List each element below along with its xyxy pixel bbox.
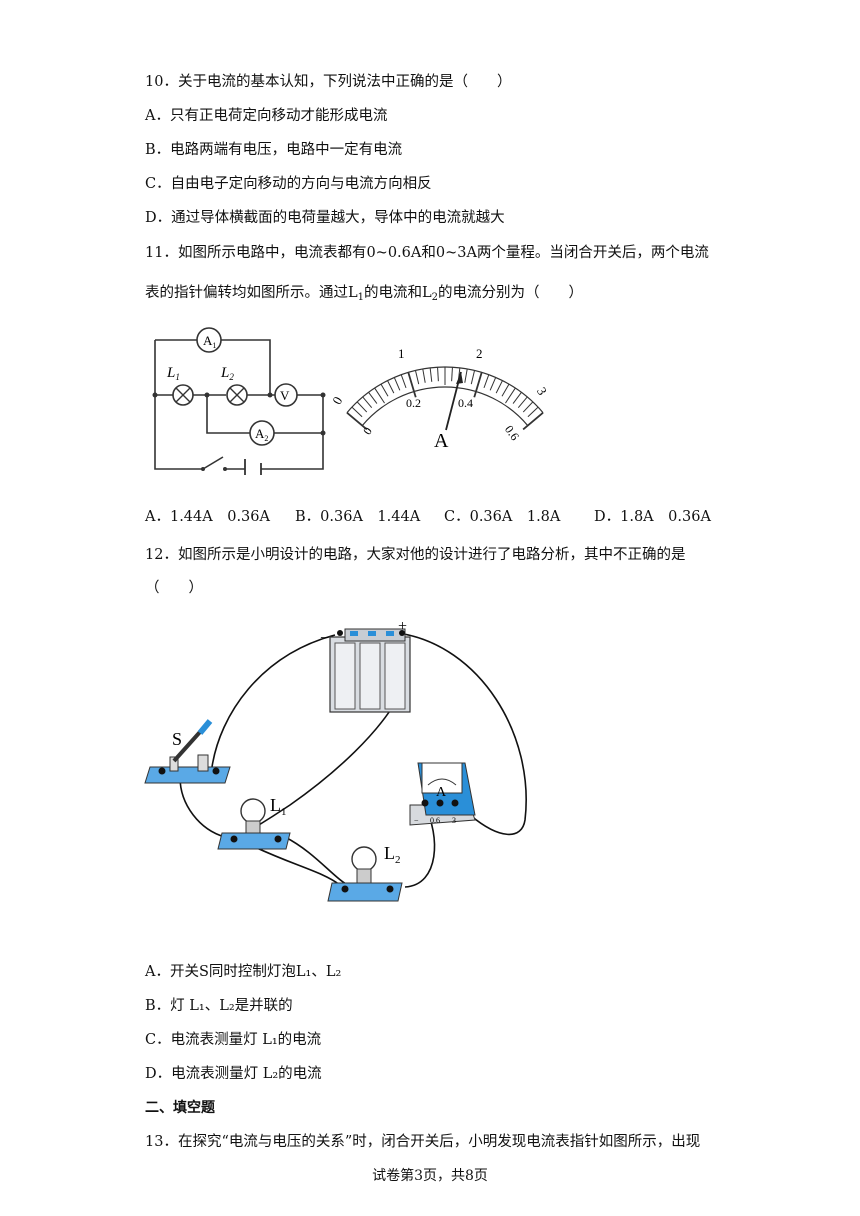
- q11-option-d: D．1.8A 0.36A: [594, 509, 711, 525]
- dial-tick: [522, 401, 534, 413]
- dial-top-tick-0: 0: [330, 394, 345, 407]
- q13-stem: 13．在探究“电流与电压的关系”时，闭合开关后，小明发现电流表指针如图所示，出现: [145, 1134, 701, 1150]
- ammeter: [409, 762, 476, 826]
- dial-tick: [362, 396, 373, 408]
- dial-tick: [351, 406, 363, 418]
- dial-tick: [346, 412, 368, 431]
- ammeter-3-label: 3: [452, 816, 456, 825]
- q12-circuit-figure: − + S L1 L2 A − 0.6 3: [144, 618, 527, 902]
- section-fill-in-blank: 二、填空题: [145, 1100, 215, 1116]
- ammeter-06-label: 0.6: [430, 816, 440, 825]
- switch-s: [144, 719, 231, 784]
- dial-tick: [368, 392, 378, 404]
- q10-option-c: C．自由电子定向移动的方向与电流方向相反: [145, 176, 432, 192]
- q11-option-b: B．0.36A 1.44A: [295, 509, 421, 525]
- lamp-l1: [217, 798, 291, 850]
- circuit-lamp-l2: [226, 384, 248, 406]
- dial-tick: [414, 370, 420, 385]
- dial-tick: [489, 377, 497, 391]
- q12-option-a: A．开关S同时控制灯泡L₁、L₂: [145, 964, 342, 980]
- q10-stem: 10．关于电流的基本认知，下列说法中正确的是（ ）: [145, 74, 512, 90]
- q12-option-d: D．电流表测量灯 L₂的电流: [145, 1066, 322, 1082]
- dial-tick: [473, 372, 483, 398]
- circuit-lamp-l1: [172, 384, 194, 406]
- q11-circuit-diagram: A1 L1 L2 V A2: [152, 327, 326, 475]
- dial-bottom-tick-0: 0: [360, 424, 375, 437]
- dial-tick: [505, 387, 516, 404]
- dial-tick: [464, 368, 468, 383]
- circuit-l1-label: L1: [166, 365, 180, 382]
- dial-top-tick-1: 1: [398, 346, 405, 361]
- dial-tick: [407, 372, 417, 398]
- dial-top-tick-2: 2: [476, 346, 483, 361]
- dial-bottom-tick-2: 0.4: [458, 396, 473, 410]
- q11-stem-line1: 11．如图所示电路中，电流表都有0~0.6A和0~3A两个量程。当闭合开关后，两…: [145, 245, 709, 261]
- dial-tick: [517, 396, 528, 408]
- lamp-l2: [327, 846, 403, 902]
- dial-tick: [470, 370, 476, 385]
- dial-tick: [437, 367, 439, 382]
- dial-tick: [483, 374, 490, 389]
- q10-option-b: B．电路两端有电压，电路中一定有电流: [145, 142, 403, 158]
- dial-tick: [512, 392, 522, 404]
- q11-stem-line2: 表的指针偏转均如图所示。通过L1的电流和L2的电流分别为（ ）: [145, 285, 584, 303]
- dial-tick: [400, 374, 407, 389]
- dial-tick: [380, 383, 389, 397]
- circuit-v-label: V: [280, 388, 290, 403]
- dial-tick: [451, 367, 453, 382]
- dial-a-label: A: [434, 430, 449, 452]
- q12-stem-line1: 12．如图所示是小明设计的电路，大家对他的设计进行了电路分析，其中不正确的是: [145, 547, 686, 563]
- dial-tick: [387, 380, 395, 394]
- battery-minus-label: −: [320, 630, 329, 647]
- dial-tick: [501, 383, 510, 397]
- q11-option-c: C．0.36A 1.8A: [444, 509, 561, 525]
- lamp-l2-label: L2: [384, 843, 401, 866]
- lamp-l1-label: L1: [270, 795, 287, 818]
- q11-option-a: A．1.44A 0.36A: [145, 509, 270, 525]
- battery-pack: [329, 628, 411, 713]
- q10-option-a: A．只有正电荷定向移动才能形成电流: [145, 108, 388, 124]
- dial-bottom-tick-3: 0.6: [502, 423, 522, 443]
- page-footer: 试卷第3页，共8页: [372, 1168, 488, 1184]
- dial-tick: [356, 401, 368, 413]
- dial-tick: [393, 377, 401, 391]
- circuit-a2-label: A2: [255, 426, 268, 443]
- switch-s-label: S: [172, 729, 182, 749]
- ammeter-a-label: A: [436, 785, 447, 800]
- dial-bottom-tick-1: 0.2: [406, 396, 421, 410]
- ammeter-minus-label: −: [414, 816, 419, 825]
- q12-option-c: C．电流表测量灯 L₁的电流: [145, 1032, 322, 1048]
- dial-tick: [495, 380, 503, 394]
- dial-tick: [429, 367, 433, 382]
- circuit-l2-label: L2: [220, 365, 234, 382]
- q10-option-d: D．通过导体横截面的电荷量越大，导体中的电流就越大: [145, 210, 505, 226]
- q11-ammeter-dial: 0 1 2 3 0 0.2 0.4 0.6 A: [330, 346, 550, 452]
- dial-tick: [422, 368, 426, 383]
- dial-top-tick-3: 3: [534, 385, 550, 398]
- dial-tick: [527, 406, 539, 418]
- q12-option-b: B．灯 L₁、L₂是并联的: [145, 998, 293, 1014]
- dial-tick: [374, 387, 385, 404]
- battery-plus-label: +: [398, 618, 407, 635]
- dial-tick: [522, 412, 544, 431]
- q12-stem-line2: （ ）: [145, 580, 203, 596]
- circuit-a1-label: A1: [203, 333, 216, 350]
